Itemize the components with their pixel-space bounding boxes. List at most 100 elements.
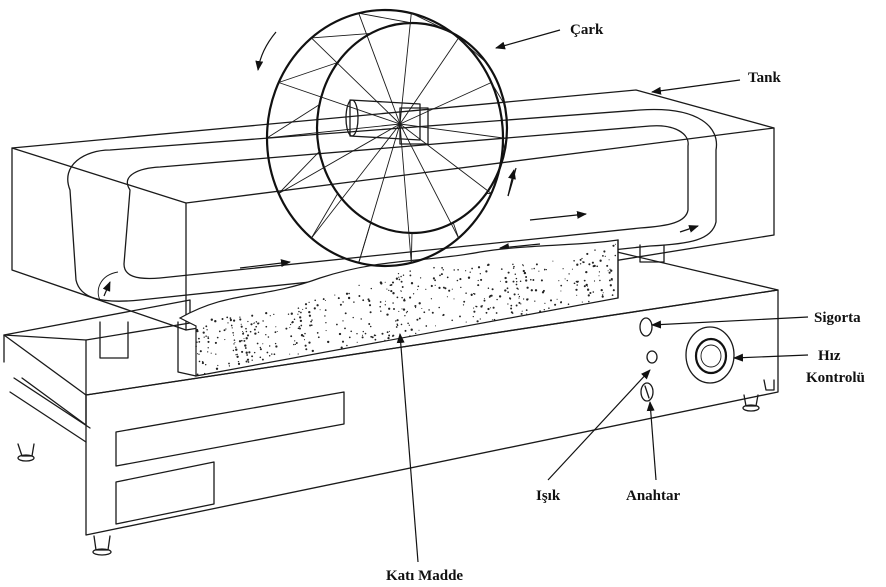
sand-grain bbox=[583, 279, 586, 282]
sand-grain bbox=[467, 276, 471, 279]
sand-grain bbox=[245, 330, 248, 333]
wheel-spoke bbox=[311, 37, 401, 125]
fuse-holder bbox=[639, 317, 653, 337]
sand-grain bbox=[581, 257, 583, 260]
wheel-spoke bbox=[399, 123, 504, 139]
sand-grain bbox=[418, 302, 421, 305]
label-kati-madde: Katı Madde bbox=[386, 568, 463, 584]
sand-grain bbox=[603, 250, 606, 253]
wheel-spoke bbox=[399, 123, 492, 194]
sand-grain bbox=[573, 282, 576, 285]
sand-grain bbox=[434, 279, 437, 282]
sand-grain bbox=[287, 313, 290, 315]
sand-grain bbox=[356, 341, 358, 343]
sand-grain bbox=[518, 295, 521, 298]
support-left bbox=[99, 321, 129, 359]
sand-grain bbox=[438, 286, 441, 289]
sand-grain bbox=[515, 277, 518, 280]
sand-grain bbox=[566, 279, 568, 282]
sand-grain bbox=[549, 299, 553, 302]
sand-grain bbox=[525, 276, 528, 278]
sand-grain bbox=[297, 353, 299, 355]
sand-grain bbox=[393, 308, 395, 310]
sand-grain bbox=[585, 270, 588, 274]
sand-grain bbox=[403, 298, 406, 300]
sand-grain bbox=[403, 299, 406, 302]
tank-top-edges bbox=[11, 89, 775, 149]
sand-grain bbox=[431, 311, 434, 314]
sand-grain bbox=[459, 315, 461, 318]
sand-grain bbox=[197, 353, 199, 355]
wheel-brace bbox=[452, 222, 460, 239]
sand-grain bbox=[401, 308, 403, 310]
wheel-hub bbox=[399, 107, 429, 145]
sand-grain bbox=[446, 296, 448, 298]
sand-grain bbox=[369, 325, 372, 328]
cabinet-top-left bbox=[3, 299, 191, 341]
sand-grain bbox=[396, 319, 399, 322]
wheel-brace bbox=[278, 151, 320, 194]
sand-grain bbox=[228, 365, 231, 367]
sand-grain bbox=[341, 340, 345, 343]
sand-grain bbox=[217, 364, 219, 367]
sand-grain bbox=[395, 326, 398, 328]
sand-grain bbox=[293, 318, 296, 320]
sand-grain bbox=[554, 303, 557, 306]
sand-grain bbox=[361, 336, 364, 339]
sand-grain bbox=[479, 318, 481, 320]
sand-grain bbox=[539, 310, 542, 313]
sand-grain bbox=[242, 332, 245, 335]
sand-grain bbox=[522, 298, 525, 300]
sand-grain bbox=[267, 336, 270, 338]
sand-grain bbox=[319, 309, 321, 311]
sand-grain bbox=[240, 323, 242, 325]
sand-grain bbox=[373, 334, 376, 337]
sand-grain bbox=[207, 340, 210, 343]
sediment-body bbox=[178, 239, 619, 377]
pointer-tank bbox=[651, 79, 741, 95]
sand-grain bbox=[601, 294, 604, 296]
sand-grain bbox=[199, 350, 202, 353]
sand-grain bbox=[446, 276, 449, 279]
sand-grain bbox=[381, 332, 384, 335]
sand-grain bbox=[516, 287, 519, 290]
sand-grain bbox=[588, 300, 590, 303]
sand-grain bbox=[500, 268, 503, 270]
sand-grain bbox=[353, 301, 355, 303]
sand-grain bbox=[276, 330, 278, 333]
sand-grain bbox=[269, 315, 271, 317]
pointer-sigorta bbox=[651, 316, 809, 329]
sand-grain bbox=[387, 336, 390, 340]
sand-grain bbox=[556, 298, 558, 300]
sand-grain bbox=[513, 293, 516, 296]
sand-grain bbox=[303, 335, 305, 337]
sand-grain bbox=[308, 301, 310, 304]
sand-grain bbox=[214, 320, 217, 323]
sand-grain bbox=[602, 292, 604, 294]
sand-grain bbox=[388, 330, 390, 332]
sand-grain bbox=[483, 299, 486, 302]
sand-grain bbox=[253, 328, 256, 331]
sand-grain bbox=[204, 363, 207, 366]
sand-grain bbox=[592, 265, 595, 268]
label-isik: Işık bbox=[536, 488, 561, 504]
sand-grain bbox=[299, 327, 301, 330]
wheel-axle bbox=[349, 99, 421, 141]
sand-grain bbox=[325, 322, 327, 324]
sand-grain bbox=[257, 331, 260, 333]
sand-grain bbox=[460, 286, 462, 289]
sand-grain bbox=[273, 353, 276, 356]
sand-grain bbox=[465, 321, 467, 323]
sand-grain bbox=[507, 271, 510, 274]
sand-grain bbox=[604, 255, 606, 257]
sand-grain bbox=[340, 346, 343, 349]
rotation-arrow-right bbox=[507, 167, 517, 197]
sand-grain bbox=[523, 271, 527, 275]
sand-grain bbox=[610, 269, 613, 272]
sand-grain bbox=[314, 299, 317, 302]
sand-grain bbox=[545, 268, 547, 271]
sand-grain bbox=[203, 372, 206, 375]
sand-grain bbox=[614, 243, 616, 245]
sediment bbox=[177, 239, 619, 377]
